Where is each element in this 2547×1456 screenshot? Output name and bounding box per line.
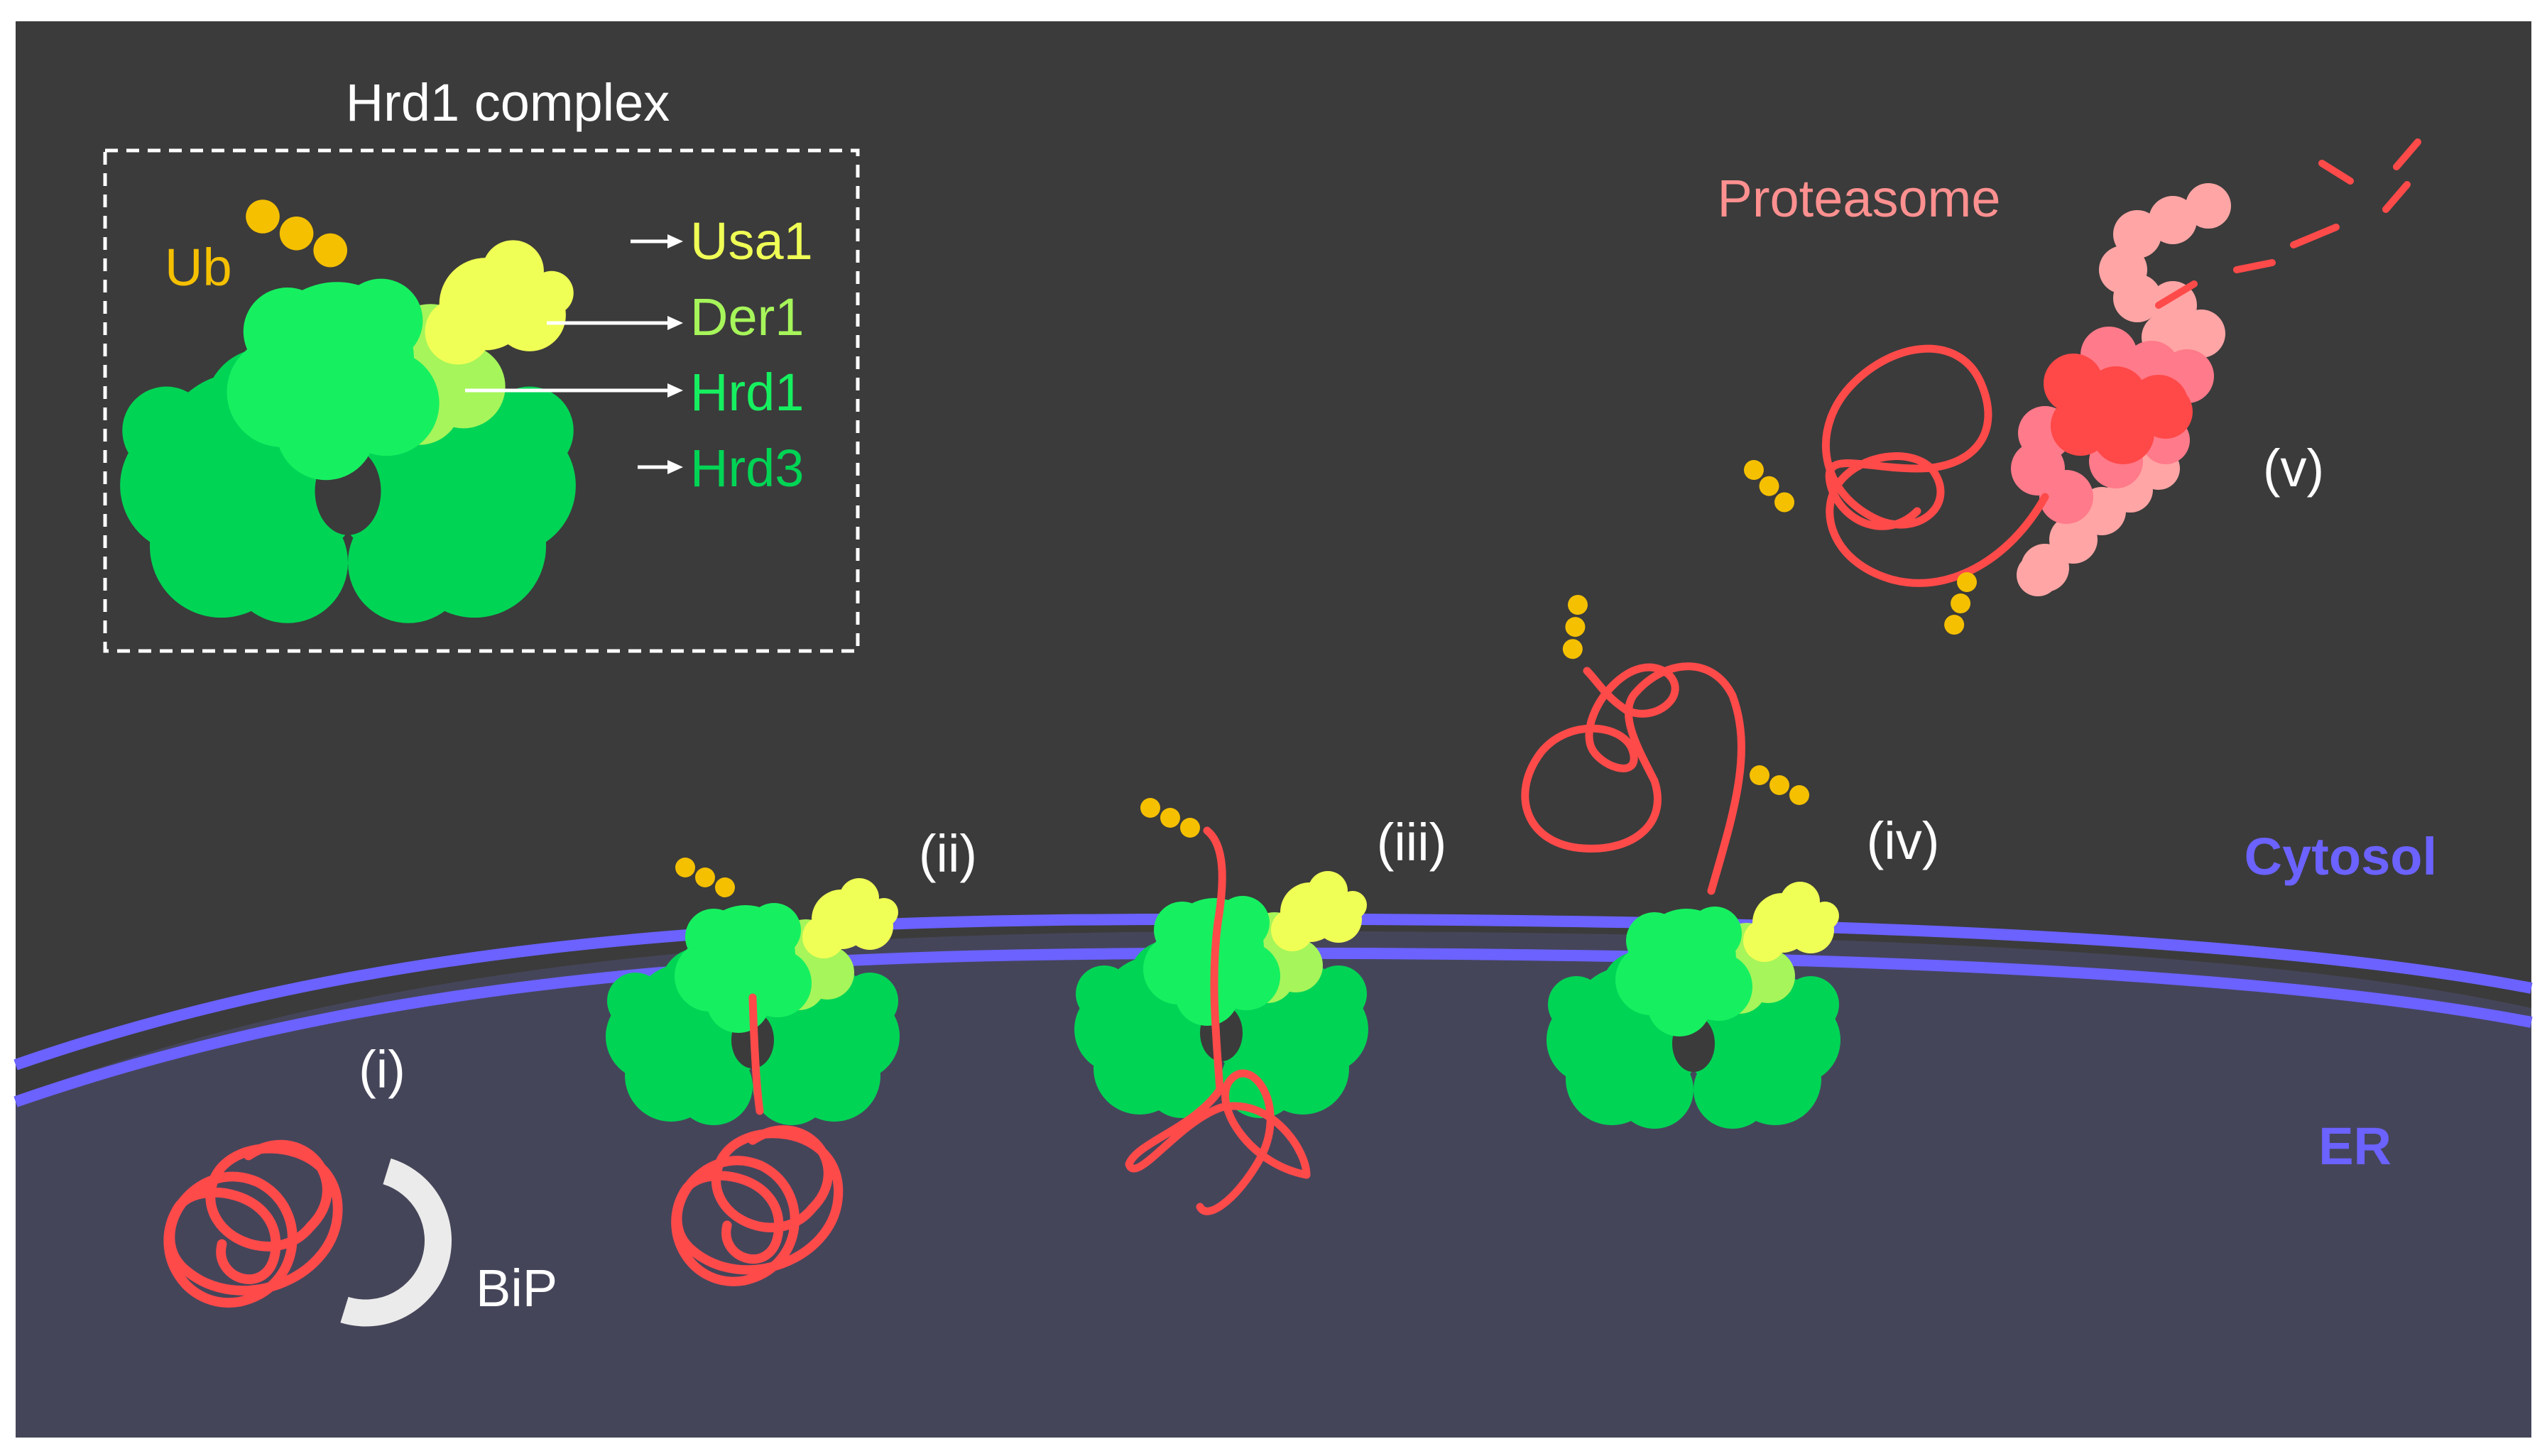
step-iii-label: (iii) xyxy=(1377,813,1447,872)
er-label: ER xyxy=(2318,1117,2391,1176)
step-i-label: (i) xyxy=(359,1040,405,1099)
bip-label: BiP xyxy=(476,1259,557,1318)
substrate-iii xyxy=(1125,826,1311,1215)
inset-title: Hrd1 complex xyxy=(346,73,670,132)
ub-label: Ub xyxy=(165,238,232,297)
legend-usa1: Usa1 xyxy=(690,212,813,270)
legend-arrows xyxy=(465,234,683,474)
bip-icon xyxy=(340,1158,452,1327)
inset-frame xyxy=(103,148,860,653)
substrate-iv xyxy=(1521,662,1745,895)
step-v-label: (v) xyxy=(2263,439,2324,498)
degraded-peptides xyxy=(2155,138,2421,309)
substrate-v xyxy=(1821,344,2049,587)
legend-hrd3: Hrd3 xyxy=(690,439,804,498)
legend-der1: Der1 xyxy=(690,288,804,346)
step-iv-label: (iv) xyxy=(1867,811,1940,870)
proteasome-label: Proteasome xyxy=(1718,169,2001,228)
proteasome-icon xyxy=(2011,183,2231,596)
substrate-ii xyxy=(748,993,764,1115)
step-ii-label: (ii) xyxy=(919,824,977,883)
cytosol-label: Cytosol xyxy=(2245,827,2437,886)
legend-hrd1: Hrd1 xyxy=(690,363,804,422)
